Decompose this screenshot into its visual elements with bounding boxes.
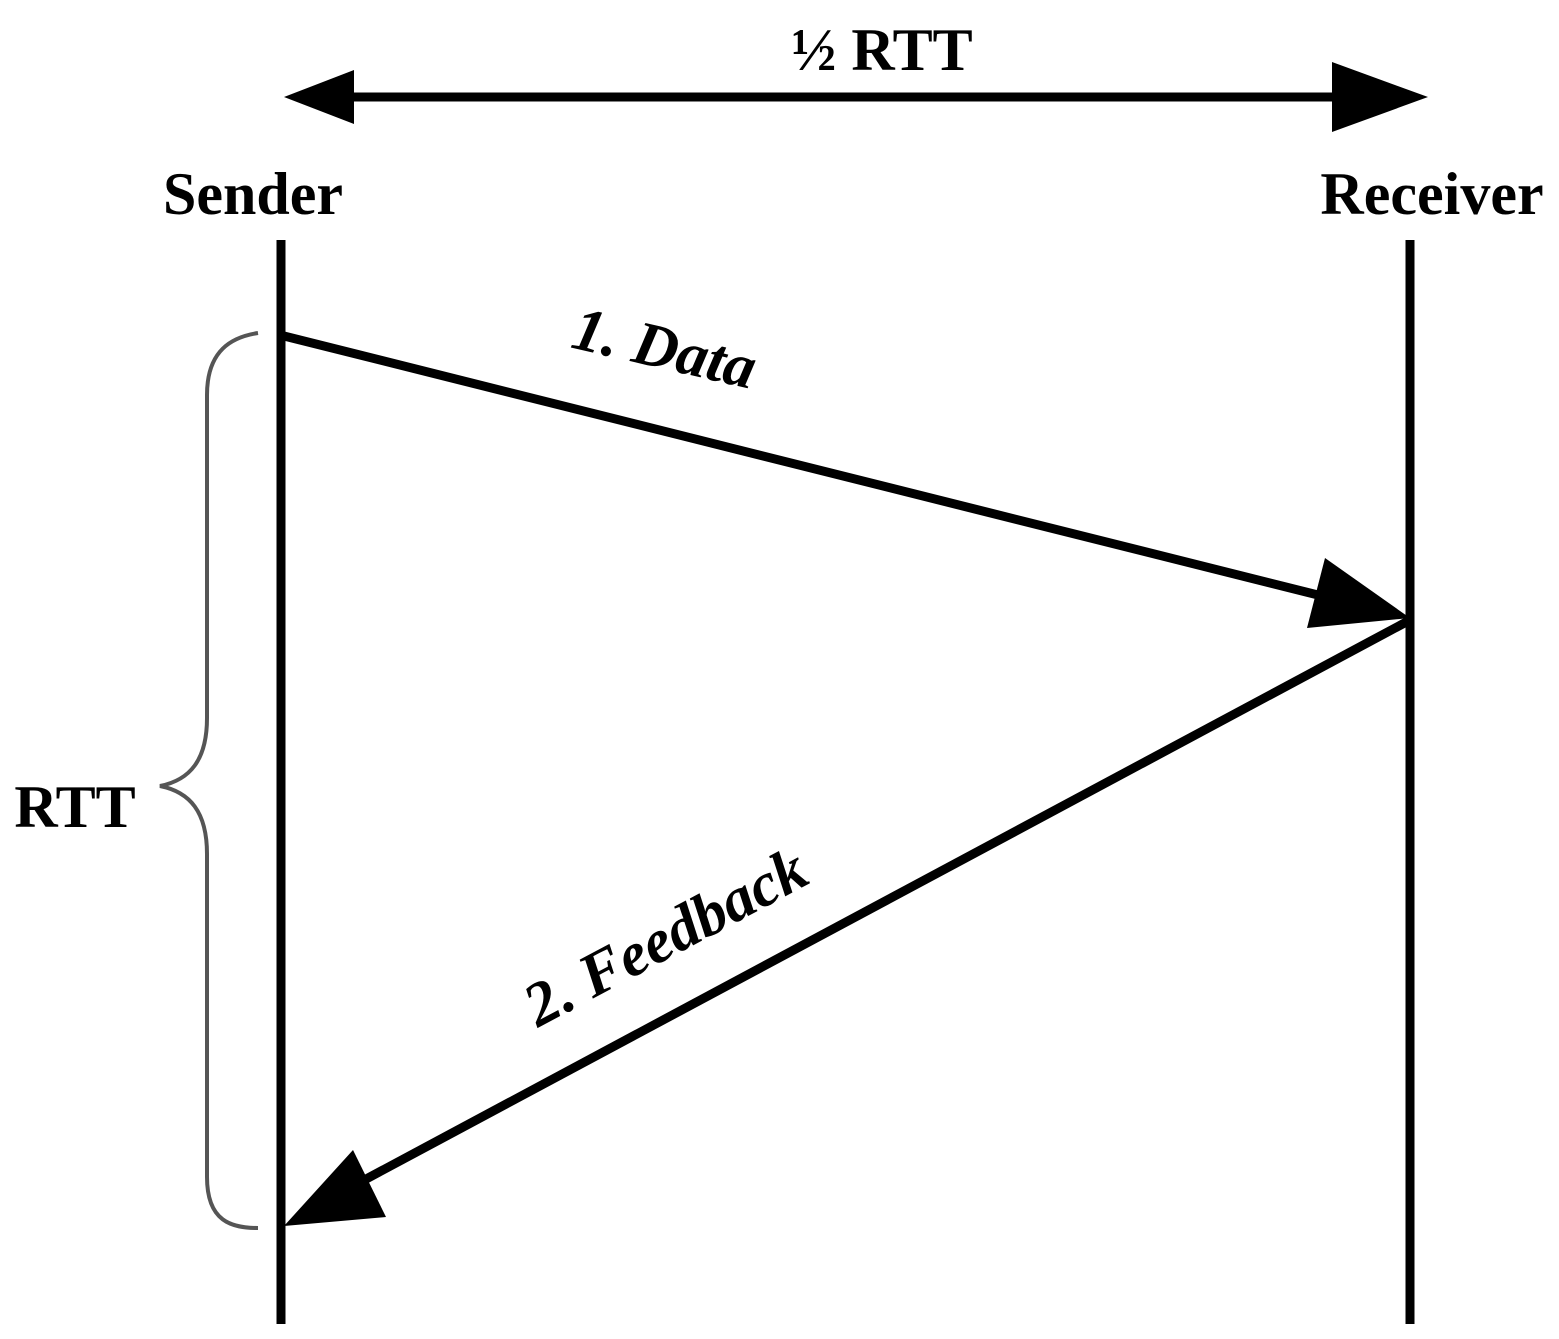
data-message-arrowhead [1307, 558, 1410, 628]
rtt-brace [159, 331, 259, 1230]
feedback-message-arrow [284, 616, 1413, 1226]
half-rtt-arrow [284, 62, 1428, 132]
receiver-label: Receiver [1320, 161, 1543, 227]
data-message-arrow [282, 331, 1410, 628]
half-rtt-label: ½ RTT [791, 17, 972, 83]
feedback-message-label: 2. Feedback [512, 835, 818, 1041]
data-message-label: 1. Data [566, 294, 763, 402]
sender-label: Sender [163, 161, 343, 227]
half-rtt-arrowhead-left [284, 70, 354, 124]
feedback-message-arrowhead [284, 1150, 386, 1226]
feedback-message-shaft [352, 616, 1413, 1189]
data-message-shaft [282, 331, 1332, 603]
rtt-label: RTT [14, 774, 135, 840]
half-rtt-arrowhead-right [1332, 62, 1428, 132]
